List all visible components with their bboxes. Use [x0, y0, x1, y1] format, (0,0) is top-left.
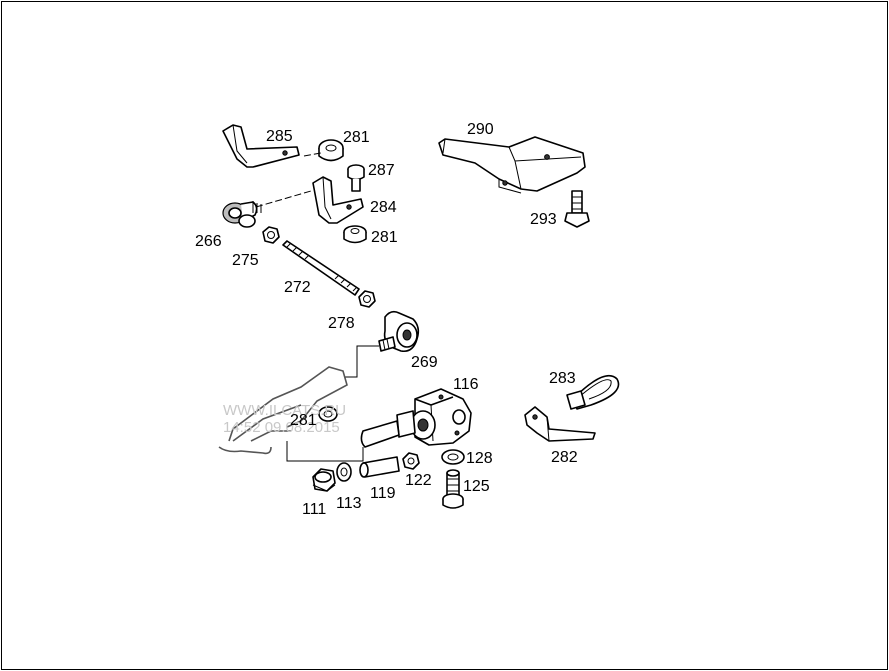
part-278-nut[interactable] — [358, 290, 376, 308]
label-122[interactable]: 122 — [405, 472, 432, 489]
shift-lever-outline — [218, 366, 348, 455]
leader-269-lever — [345, 345, 379, 378]
part-113-washer[interactable] — [336, 462, 352, 482]
part-284-bracket[interactable] — [312, 176, 364, 224]
part-287-bolt[interactable] — [347, 164, 365, 192]
label-293[interactable]: 293 — [530, 211, 557, 228]
watermark-line1: WWW.ILCATS.RU — [223, 402, 346, 419]
label-281-top[interactable]: 281 — [343, 129, 370, 146]
part-282-clip[interactable] — [524, 406, 596, 442]
label-284[interactable]: 284 — [370, 199, 397, 216]
part-116-shift-unit[interactable] — [360, 388, 472, 448]
label-269[interactable]: 269 — [411, 354, 438, 371]
part-128-washer[interactable] — [441, 449, 465, 465]
label-119[interactable]: 119 — [370, 485, 396, 502]
label-125[interactable]: 125 — [463, 478, 490, 495]
label-282[interactable]: 282 — [551, 449, 578, 466]
label-278[interactable]: 278 — [328, 315, 355, 332]
label-290[interactable]: 290 — [467, 121, 494, 138]
part-283-cable-tie[interactable] — [566, 374, 620, 410]
leader-266-284 — [255, 190, 312, 208]
part-281-nut-lower[interactable] — [343, 225, 367, 244]
part-275-nut[interactable] — [262, 226, 280, 244]
part-272-threaded-rod[interactable] — [282, 240, 360, 296]
label-287[interactable]: 287 — [368, 162, 395, 179]
leader-281-285 — [303, 152, 322, 157]
leader-116-bracket — [286, 441, 364, 462]
label-266[interactable]: 266 — [195, 233, 222, 250]
part-122-nut[interactable] — [402, 452, 420, 470]
part-111-nut[interactable] — [312, 468, 336, 492]
label-281-lower[interactable]: 281 — [371, 229, 398, 246]
label-116[interactable]: 116 — [453, 376, 479, 393]
label-128[interactable]: 128 — [466, 450, 493, 467]
label-272[interactable]: 272 — [284, 279, 311, 296]
part-293-bolt[interactable] — [564, 190, 590, 228]
label-113[interactable]: 113 — [336, 495, 362, 512]
part-119-bushing[interactable] — [359, 456, 400, 478]
watermark-line2: 14:52 09.08.2015 — [223, 419, 340, 436]
part-labels: 285 281 287 284 281 266 275 272 278 269 … — [195, 121, 578, 518]
label-275[interactable]: 275 — [232, 252, 259, 269]
label-285[interactable]: 285 — [266, 128, 293, 145]
part-281-nut-lever[interactable] — [318, 406, 338, 422]
part-285-bracket[interactable] — [222, 124, 300, 168]
label-281-lever[interactable]: 281 — [290, 412, 317, 429]
label-111[interactable]: 111 — [302, 501, 326, 518]
part-266-ball-joint[interactable] — [222, 201, 262, 228]
watermark: WWW.ILCATS.RU 14:52 09.08.2015 — [223, 402, 346, 436]
part-290-cover[interactable] — [438, 136, 586, 194]
part-269-ball-socket[interactable] — [378, 310, 420, 353]
part-281-nut-top[interactable] — [318, 139, 344, 162]
part-125-bolt[interactable] — [442, 469, 464, 509]
label-283[interactable]: 283 — [549, 370, 576, 387]
